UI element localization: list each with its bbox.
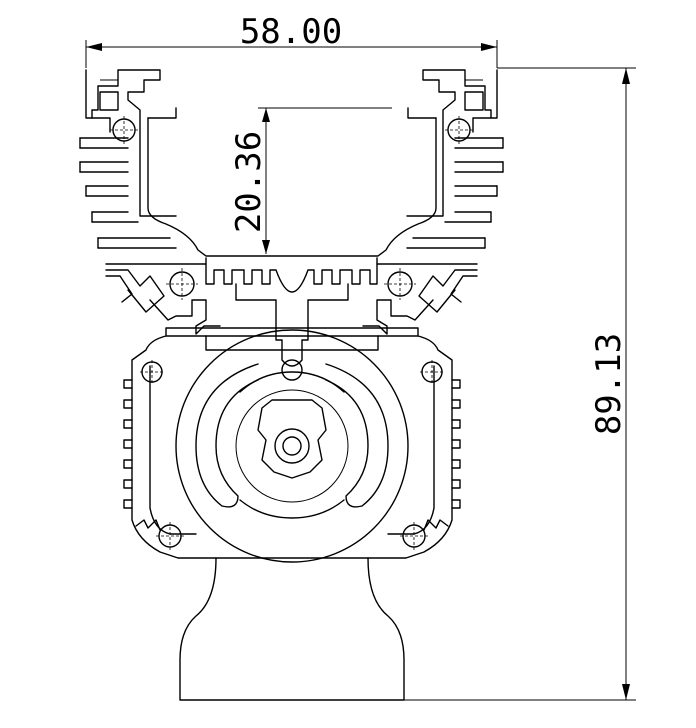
width-dimension-label: 58.00 bbox=[240, 12, 342, 52]
width-dimension: 58.00 bbox=[85, 12, 498, 68]
screw-boss-side-left bbox=[140, 360, 164, 384]
screw-boss-bottom-right bbox=[400, 522, 428, 550]
height-dimension: 89.13 bbox=[404, 67, 636, 701]
screw-boss-mid-right bbox=[384, 268, 416, 300]
middle-bridge bbox=[105, 257, 478, 381]
screw-boss-bottom-left bbox=[156, 522, 184, 550]
screw-boss-top-right bbox=[445, 116, 473, 144]
bottom-stem bbox=[179, 557, 405, 701]
height-dimension-label: 89.13 bbox=[589, 333, 629, 435]
cavity-depth-label: 20.36 bbox=[229, 131, 269, 233]
upper-heatsink bbox=[79, 69, 504, 257]
cavity-depth-dimension: 20.36 bbox=[229, 107, 392, 254]
lower-housing bbox=[123, 329, 461, 563]
screw-boss-side-right bbox=[420, 360, 444, 384]
screw-boss-top-left bbox=[110, 116, 138, 144]
screw-boss-mid-left bbox=[166, 268, 198, 300]
